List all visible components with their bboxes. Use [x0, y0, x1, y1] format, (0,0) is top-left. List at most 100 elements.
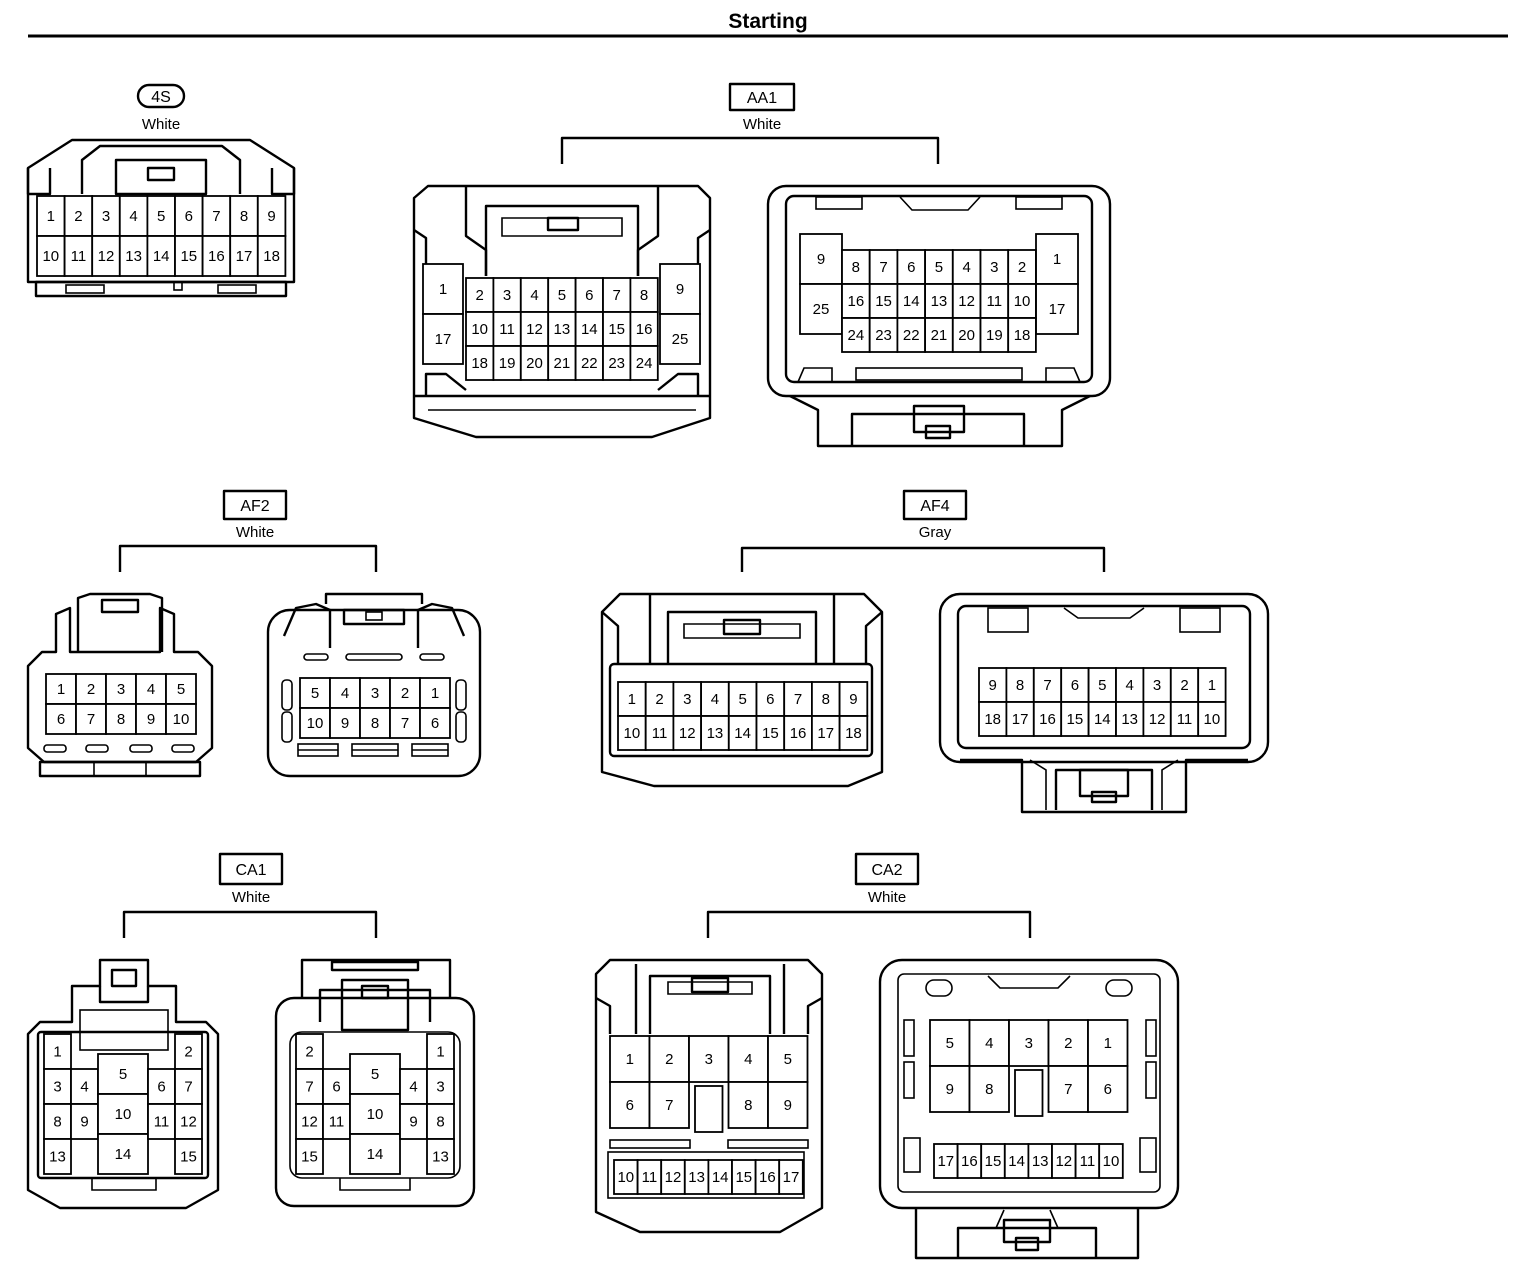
pin-cell — [1008, 1019, 1050, 1067]
pin-number: 21 — [554, 355, 571, 372]
pin-cell — [229, 195, 259, 237]
pin-cell — [147, 1068, 176, 1105]
pin-number: 15 — [1067, 711, 1084, 728]
pin-cell — [146, 235, 176, 277]
page-title: Starting — [728, 10, 807, 33]
pin-number: 12 — [958, 293, 975, 310]
pin-number: 17 — [817, 725, 834, 742]
pin-cell — [75, 703, 107, 735]
pin-number: 15 — [762, 725, 779, 742]
pin-number: 14 — [1008, 1153, 1025, 1170]
pin-cell — [659, 313, 701, 365]
pin-cell — [419, 707, 451, 739]
pin-cell — [648, 1081, 690, 1129]
pin-number: 11 — [1080, 1153, 1096, 1170]
pin-number: 18 — [263, 248, 280, 265]
pin-number: 2 — [476, 287, 484, 304]
pin-cell — [978, 667, 1008, 703]
pin-number: 1 — [626, 1051, 634, 1068]
pin-number: 11 — [1177, 711, 1193, 728]
pin-number: 25 — [672, 331, 689, 348]
pin-number: 1 — [57, 681, 65, 698]
pin-number: 5 — [784, 1051, 792, 1068]
pin-cell — [91, 195, 121, 237]
pin-number: 9 — [80, 1114, 88, 1131]
pin-cell — [97, 1133, 149, 1175]
connector-ca1-code-badge — [218, 852, 284, 886]
pin-cell — [349, 1133, 401, 1175]
pin-number: 5 — [177, 681, 185, 698]
pin-number: 1 — [1053, 251, 1061, 268]
pin-number: 3 — [436, 1079, 444, 1096]
connector-af2-female-body — [266, 592, 482, 778]
pin-number: 9 — [267, 208, 275, 225]
pin-number: 5 — [157, 208, 165, 225]
pin-cell — [43, 1033, 72, 1070]
pin-cell — [201, 235, 232, 277]
pin-cell — [329, 707, 361, 739]
pin-number: 5 — [935, 259, 943, 276]
connector-ca2-code-badge — [854, 852, 920, 886]
pin-cell — [256, 235, 287, 277]
connector-ca1-female-body — [274, 958, 476, 1208]
pin-number: 6 — [585, 287, 593, 304]
pin-number: 6 — [157, 1079, 165, 1096]
pin-cell — [968, 1065, 1010, 1113]
pin-number: 5 — [311, 685, 319, 702]
pin-cell — [45, 673, 77, 705]
pin-number: 4 — [744, 1051, 752, 1068]
pin-number: 10 — [624, 725, 641, 742]
pin-cell — [1098, 1143, 1124, 1179]
pin-cell — [135, 703, 167, 735]
pin-cell — [174, 195, 204, 237]
pin-number: 10 — [115, 1106, 132, 1123]
pin-cell — [70, 1103, 99, 1140]
pin-number: 4 — [962, 259, 970, 276]
pin-number: 8 — [117, 711, 125, 728]
pin-cell — [841, 317, 871, 353]
pin-number: 13 — [1032, 1153, 1049, 1170]
pin-number: 11 — [154, 1114, 170, 1131]
pin-number: 4 — [711, 691, 719, 708]
connector-ca2-code: CA2 — [871, 862, 902, 879]
pin-cell — [146, 195, 176, 237]
pin-number: 14 — [712, 1169, 729, 1186]
pin-cell — [929, 1019, 971, 1067]
pin-cell — [174, 1138, 203, 1175]
pin-number: 11 — [987, 293, 1003, 310]
pin-number: 7 — [794, 691, 802, 708]
pin-number: 6 — [185, 208, 193, 225]
pin-number: 17 — [783, 1169, 800, 1186]
pin-number: 24 — [848, 327, 865, 344]
pin-number: 10 — [42, 248, 59, 265]
pin-number: 12 — [98, 248, 115, 265]
pin-number: 10 — [1204, 711, 1221, 728]
pin-number: 13 — [1121, 711, 1138, 728]
pin-number: 2 — [655, 691, 663, 708]
pin-number: 8 — [822, 691, 830, 708]
connector-af4-code: AF4 — [920, 498, 949, 515]
pin-number: 20 — [526, 355, 543, 372]
pin-number: 19 — [986, 327, 1003, 344]
pin-number: 3 — [1153, 677, 1161, 694]
pin-cell — [174, 235, 204, 277]
pin-number: 3 — [503, 287, 511, 304]
pin-number: 14 — [115, 1146, 132, 1163]
pin-number: 15 — [301, 1149, 318, 1166]
pin-number: 3 — [102, 208, 110, 225]
pin-cell — [978, 701, 1008, 737]
pin-number: 11 — [71, 248, 87, 265]
pin-number: 2 — [87, 681, 95, 698]
pin-number: 23 — [875, 327, 892, 344]
pin-number: 25 — [813, 301, 830, 318]
pin-number: 15 — [735, 1169, 752, 1186]
pin-number: 4 — [147, 681, 155, 698]
